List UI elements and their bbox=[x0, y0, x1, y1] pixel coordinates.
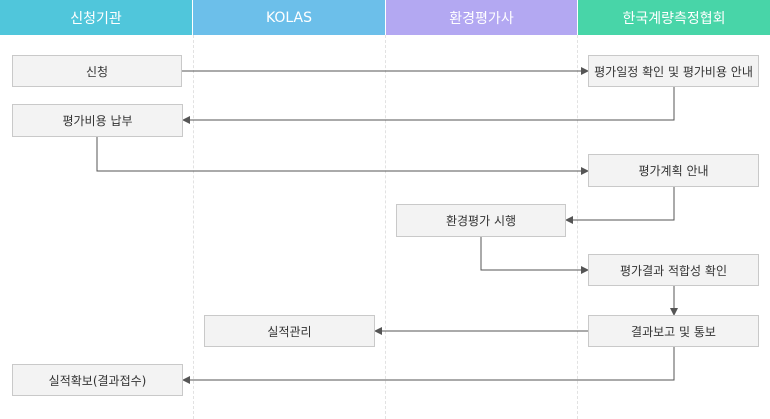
connector-plan-to-conduct bbox=[565, 187, 675, 224]
lane-header-association: 한국계량측정협회 bbox=[578, 0, 770, 35]
lane-header-kolas: KOLAS bbox=[193, 0, 385, 35]
step-result-check: 평가결과 적합성 확인 bbox=[588, 254, 759, 286]
step-conduct: 환경평가 시행 bbox=[396, 204, 566, 237]
step-plan-notice: 평가계획 안내 bbox=[588, 154, 759, 187]
step-report: 결과보고 및 통보 bbox=[588, 315, 759, 347]
step-schedule-notice: 평가일정 확인 및 평가비용 안내 bbox=[588, 55, 759, 87]
lane-divider-2 bbox=[385, 35, 386, 419]
connector-schedule-to-payment bbox=[182, 87, 675, 124]
connector-conduct-to-result bbox=[480, 237, 589, 274]
lane-divider-1 bbox=[193, 35, 194, 419]
step-apply: 신청 bbox=[12, 55, 182, 87]
connector-report-to-secure bbox=[182, 347, 675, 384]
step-record-management: 실적관리 bbox=[204, 315, 375, 347]
lane-header-applicant: 신청기관 bbox=[0, 0, 192, 35]
connector-payment-to-plan bbox=[96, 137, 589, 175]
lane-header-evaluator: 환경평가사 bbox=[386, 0, 577, 35]
lane-divider-3 bbox=[577, 35, 578, 419]
step-record-secure: 실적확보(결과접수) bbox=[12, 364, 183, 396]
step-payment: 평가비용 납부 bbox=[12, 104, 183, 137]
